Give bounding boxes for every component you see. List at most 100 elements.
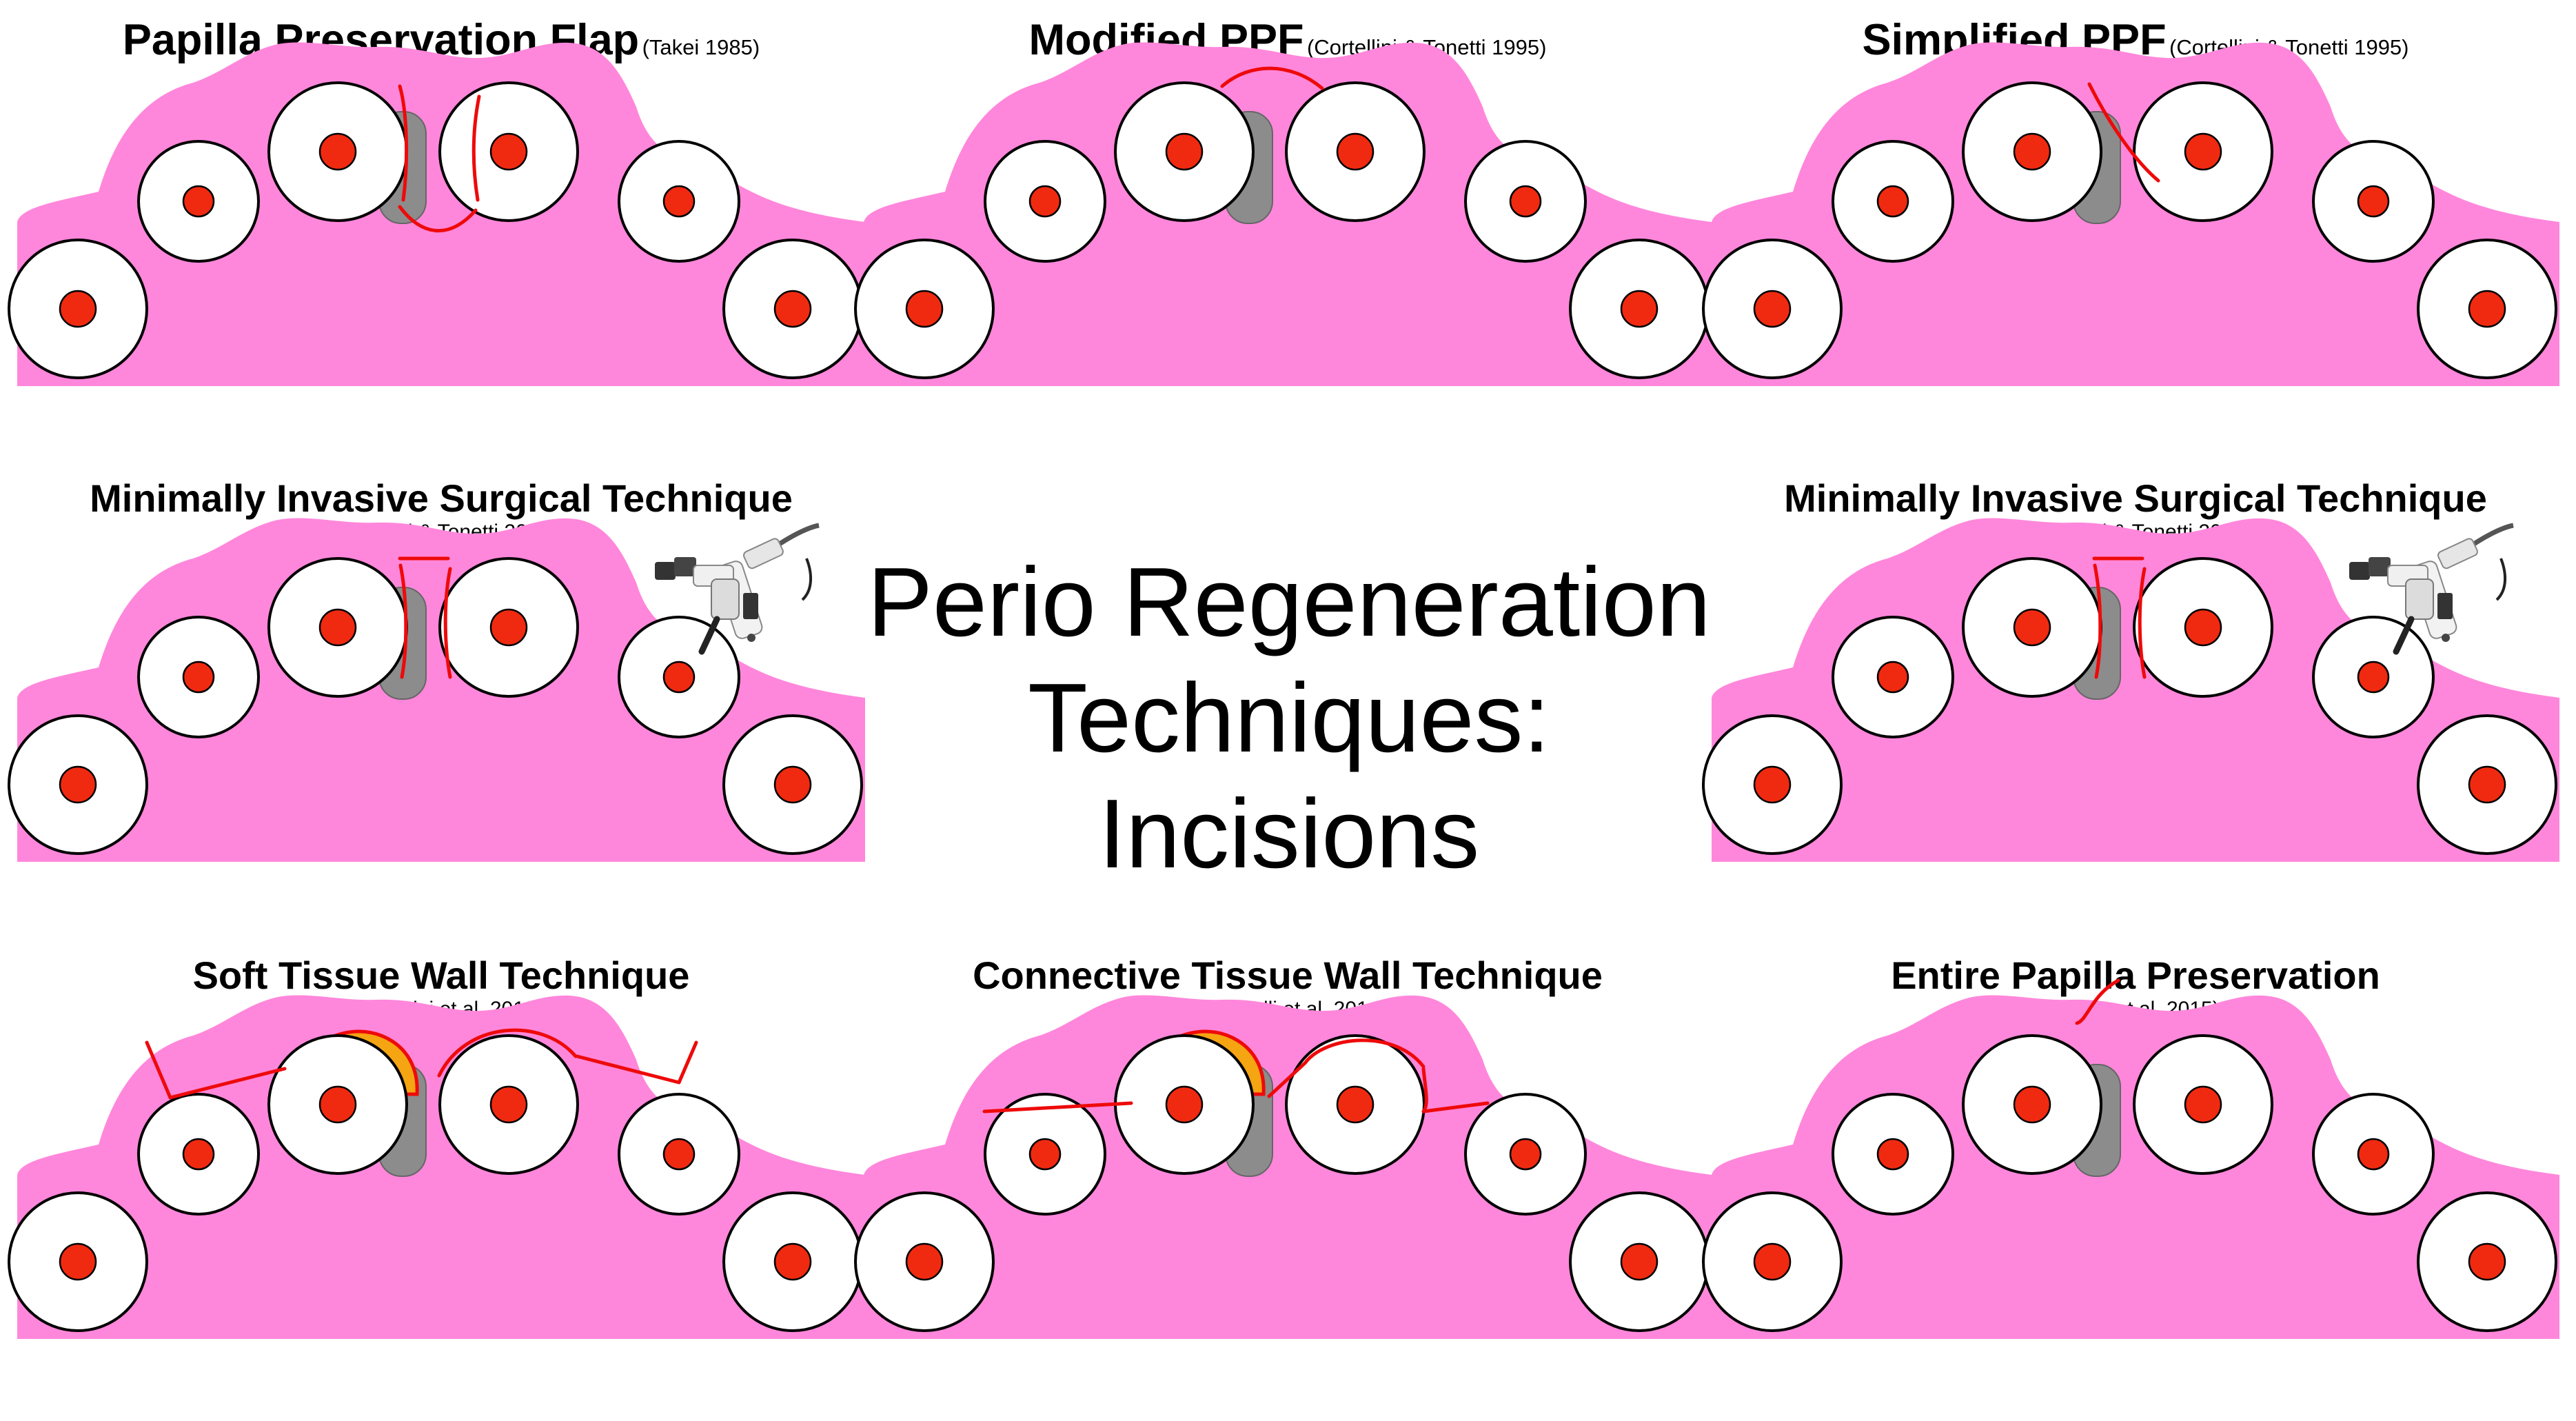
dental-arch-diagram: [1702, 42, 2559, 387]
gingiva-arch: [1712, 995, 2559, 1339]
dental-arch-diagram: [854, 995, 1712, 1339]
pulp-dot: [2013, 132, 2051, 171]
incision-line: [1220, 66, 1324, 90]
pulp-dot: [1876, 661, 1909, 694]
panel-modified-ppf: Modified PPF (Cortellini & Tonetti 1995): [854, 0, 1712, 387]
panel-title: Connective Tissue Wall Technique: [973, 954, 1603, 997]
pulp-dot: [1876, 1138, 1909, 1171]
pulp-dot: [773, 1242, 812, 1281]
incision-line: [2093, 563, 2102, 679]
pulp-dot: [318, 608, 357, 647]
tooth-premolar-left: [137, 140, 260, 263]
tooth-central-right: [2133, 81, 2273, 222]
pulp-dot: [182, 661, 215, 694]
incision-line: [443, 567, 452, 679]
tooth-central-left: [1962, 557, 2102, 698]
incision-line: [2138, 567, 2147, 679]
pulp-dot: [2013, 1085, 2051, 1124]
pulp-dot: [2184, 608, 2222, 647]
center-title: Perio Regeneration Techniques: Incisions: [862, 545, 1716, 892]
tooth-premolar-right: [618, 616, 740, 738]
tooth-molar-right: [722, 1191, 863, 1332]
incision-line: [168, 1067, 287, 1100]
pulp-dot: [662, 1138, 696, 1171]
microscope-icon: [2349, 523, 2514, 655]
gingiva-arch: [17, 42, 865, 387]
tooth-molar-right: [2417, 714, 2557, 855]
panel-title: Minimally Invasive Surgical Technique: [1784, 476, 2487, 520]
tooth-molar-right: [2417, 239, 2557, 379]
pulp-dot: [773, 765, 812, 804]
pulp-dot: [905, 1242, 944, 1281]
pulp-dot: [2468, 765, 2506, 804]
pulp-dot: [2468, 290, 2506, 328]
incision-line: [398, 205, 478, 233]
tooth-premolar-right: [618, 140, 740, 263]
tooth-premolar-right: [1464, 1093, 1587, 1216]
gingiva-arch: [1712, 42, 2559, 387]
tooth-molar-right: [1569, 239, 1710, 379]
pulp-dot: [1753, 290, 1792, 328]
tooth-molar-left: [8, 239, 148, 379]
tooth-central-right: [2133, 1034, 2273, 1175]
tooth-central-left: [1114, 1034, 1255, 1175]
pulp-dot: [2013, 608, 2051, 647]
incision-line: [1421, 1067, 1428, 1113]
pulp-dot: [318, 132, 357, 171]
incision-lines: [2092, 556, 2147, 679]
incision-line: [2075, 978, 2120, 1025]
pulp-dot: [489, 132, 528, 171]
center-title-line-1: Perio Regeneration: [867, 547, 1711, 657]
tooth-premolar-right: [2312, 1093, 2435, 1216]
tooth-central-left: [267, 81, 408, 222]
incision-line: [677, 1040, 698, 1085]
pulp-dot: [182, 1138, 215, 1171]
tooth-central-right: [438, 1034, 579, 1175]
pulp-dot: [318, 1085, 357, 1124]
pulp-dot: [2468, 1242, 2506, 1281]
panel-title: Minimally Invasive Surgical Technique: [90, 476, 793, 520]
tooth-central-left: [1962, 1034, 2102, 1175]
incision-line: [1267, 1038, 1426, 1098]
panel-simplified-ppf: Simplified PPF (Cortellini & Tonetti 199…: [1702, 0, 2559, 387]
panel-title: Entire Papilla Preservation: [1891, 954, 2380, 997]
pulp-dot: [1028, 1138, 1062, 1171]
gingiva-arch: [17, 518, 865, 862]
gingiva-arch: [864, 995, 1712, 1339]
dental-arch-diagram: [854, 42, 1712, 387]
tooth-central-right: [438, 557, 579, 698]
gingiva-arch: [1712, 518, 2559, 862]
tooth-central-left: [267, 557, 408, 698]
tooth-molar-right: [1569, 1191, 1710, 1332]
tooth-premolar-left: [984, 140, 1106, 263]
tooth-molar-left: [854, 1191, 995, 1332]
pulp-dot: [489, 1085, 528, 1124]
tooth-molar-left: [8, 714, 148, 855]
tooth-premolar-left: [1832, 616, 1954, 738]
microscope-icon: [655, 523, 820, 655]
tooth-central-left: [1962, 81, 2102, 222]
tooth-premolar-left: [137, 1093, 260, 1216]
tooth-central-right: [1285, 1034, 1426, 1175]
pulp-dot: [1165, 1085, 1204, 1124]
dental-arch-diagram: [8, 995, 865, 1339]
pulp-dot: [773, 290, 812, 328]
panel-mist-left: Minimally Invasive Surgical Technique (C…: [8, 476, 865, 862]
tooth-central-right: [2133, 557, 2273, 698]
tooth-premolar-left: [137, 616, 260, 738]
pulp-dot: [1509, 185, 1542, 218]
tooth-premolar-right: [1464, 140, 1587, 263]
panel-entire-papilla-preservation: Entire Papilla Preservation (Aslan et al…: [1702, 953, 2559, 1339]
incision-lines: [982, 1038, 1490, 1113]
tooth-molar-right: [722, 239, 863, 379]
tooth-premolar-right: [2312, 616, 2435, 738]
incision-lines: [2075, 978, 2120, 1025]
tooth-molar-left: [854, 239, 995, 379]
pulp-dot: [905, 290, 944, 328]
tooth-molar-right: [2417, 1191, 2557, 1332]
pulp-dot: [489, 608, 528, 647]
pulp-dot: [2357, 661, 2390, 694]
pulp-dot: [1165, 132, 1204, 171]
incision-line: [398, 563, 408, 679]
tooth-molar-left: [1702, 714, 1843, 855]
